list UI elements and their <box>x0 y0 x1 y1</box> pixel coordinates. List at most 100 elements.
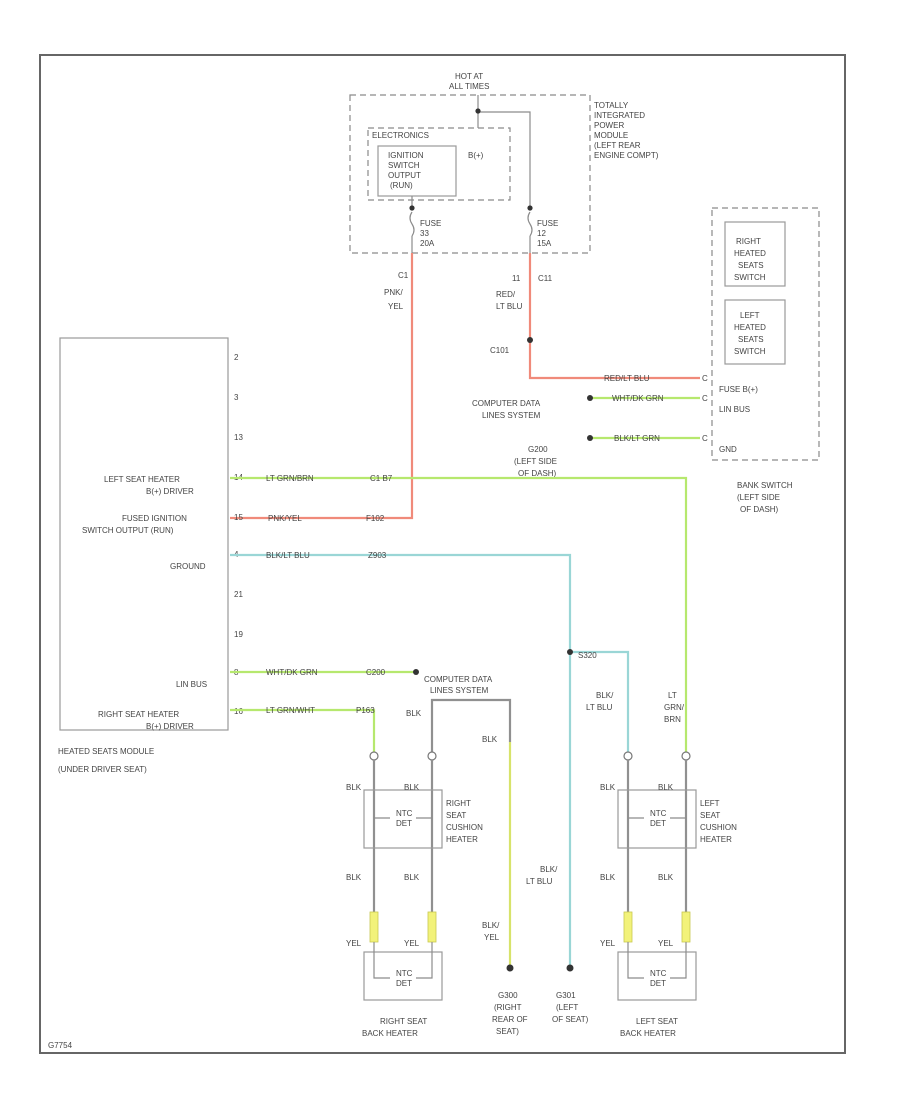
hsm-pin-16: 16 <box>234 707 243 716</box>
wire-tag-fuse: F102 <box>366 514 385 523</box>
left-cushion-1: LEFT <box>700 799 720 808</box>
wire-tag-c1: C1 B7 <box>370 474 393 483</box>
fuse-a-1: FUSE <box>420 219 441 228</box>
left-ntc-2: DET <box>650 819 666 828</box>
right-wire-blk-mid: BLK <box>482 735 498 744</box>
wire-blk-lt-blu-ground <box>230 553 572 968</box>
right-ground-1: G300 <box>498 991 518 1000</box>
wire-lt-grn-brn <box>230 476 688 752</box>
wire-lt-grn-a-label: LT GRN/BRN <box>266 474 314 483</box>
right-wire-blk-top: BLK <box>406 709 422 718</box>
splice-c101 <box>527 337 533 343</box>
cdl-top-dot <box>587 395 593 401</box>
wire-red-b-2: RED/ <box>496 290 516 299</box>
tipm-name-5: (LEFT REAR <box>594 141 641 150</box>
left-switch-1: LEFT <box>740 311 760 320</box>
wire-blk-lt-blu-label: BLK/LT BLU <box>266 551 310 560</box>
left-back-plug-b <box>681 911 691 943</box>
bplus-label: B(+) <box>468 151 484 160</box>
wire-red-a-3: YEL <box>388 302 404 311</box>
g200-1: G200 <box>528 445 548 454</box>
hsm-lin: LIN BUS <box>176 680 207 689</box>
left-wire-blk-a: BLK <box>600 783 616 792</box>
right-ntc-2: DET <box>396 819 412 828</box>
fuse-b-3: 15A <box>537 239 552 248</box>
diagram-id: G7754 <box>48 1041 73 1050</box>
power-wires: C1 PNK/ YEL C11 11 RED/ LT BLU C101 RED/… <box>230 253 700 523</box>
left-wire-yel-a: YEL <box>600 939 616 948</box>
left-back-ntc-2: DET <box>650 979 666 988</box>
right-switch-1: RIGHT <box>736 237 761 246</box>
right-wire-blk-c: BLK <box>346 873 362 882</box>
left-ntc-1: NTC <box>650 809 667 818</box>
right-wire-yel-b: YEL <box>404 939 420 948</box>
wire-red-lt-blu-2 <box>528 340 700 380</box>
right-back-ntc-1: NTC <box>396 969 413 978</box>
wire-red-blu-label: RED/LT BLU <box>604 374 650 383</box>
ignition-node <box>409 205 415 211</box>
hsm-pin-13: 13 <box>234 433 243 442</box>
wire-tag-c3: P163 <box>356 706 375 715</box>
tipm-top-label-1: HOT AT <box>455 72 483 81</box>
tipm-name-6: ENGINE COMPT) <box>594 151 659 160</box>
right-switch-2: HEATED <box>734 249 766 258</box>
ignition-output-1: IGNITION <box>388 151 424 160</box>
hsm-fused-2: SWITCH OUTPUT (RUN) <box>82 526 174 535</box>
right-cushion-conn-a <box>369 751 379 761</box>
right-wire-blk-a: BLK <box>346 783 362 792</box>
left-wire-blk-d: BLK <box>658 873 674 882</box>
tipm-name-1: TOTALLY <box>594 101 629 110</box>
bank-fuse-label: FUSE B(+) <box>719 385 758 394</box>
fuse-12-icon <box>527 211 533 237</box>
g200-2: (LEFT SIDE <box>514 457 557 466</box>
left-wire-blk-lt-blu-2: LT BLU <box>586 703 613 712</box>
ignition-output-4: (RUN) <box>390 181 413 190</box>
right-switch-3: SEATS <box>738 261 764 270</box>
hsm-name-1: HEATED SEATS MODULE <box>58 747 154 756</box>
right-back-element <box>363 951 443 1001</box>
left-cushion-element <box>617 789 697 849</box>
left-mid-blk-1: BLK/ <box>540 865 558 874</box>
bank-pin-3: C <box>702 434 708 443</box>
wire-blk-grn-label: BLK/LT GRN <box>614 434 660 443</box>
electronics-label: ELECTRONICS <box>372 131 429 140</box>
wire-tag-c2: C200 <box>366 668 386 677</box>
left-cushion-3: CUSHION <box>700 823 737 832</box>
right-back-2: BACK HEATER <box>362 1029 418 1038</box>
wire-c11: C11 <box>538 274 553 283</box>
right-back-1: RIGHT SEAT <box>380 1017 427 1026</box>
bank-name-2: (LEFT SIDE <box>737 493 780 502</box>
wire-wht-grn-b-label: WHT/DK GRN <box>266 668 318 677</box>
bank-pin-2: C <box>702 394 708 403</box>
cdl-top-2: LINES SYSTEM <box>482 411 541 420</box>
left-back-ntc-1: NTC <box>650 969 667 978</box>
wire-lt-grn-wht <box>230 708 376 752</box>
left-back-element <box>617 951 697 1001</box>
wire-tag-g: Z903 <box>368 551 387 560</box>
fuse-b-2: 12 <box>537 229 546 238</box>
left-wire-yel-b: YEL <box>658 939 674 948</box>
right-cushion-3: CUSHION <box>446 823 483 832</box>
heated-seats-module: 2 3 13 14 15 4 21 19 8 16 LEFT SEAT HEAT… <box>58 337 243 774</box>
wire-red-a-2: PNK/ <box>384 288 403 297</box>
left-cushion-2: SEAT <box>700 811 720 820</box>
left-back-1: LEFT SEAT <box>636 1017 678 1026</box>
right-back-plug-a <box>369 911 379 943</box>
left-ground-2: (LEFT <box>556 1003 578 1012</box>
left-cushion-4: HEATER <box>700 835 732 844</box>
g200-dot <box>587 435 593 441</box>
g300-dot <box>506 964 514 972</box>
bank-lin-label: LIN BUS <box>719 405 750 414</box>
wire-cbb: C101 <box>490 346 510 355</box>
right-cushion-conn-b <box>427 751 437 761</box>
bank-name-3: OF DASH) <box>740 505 779 514</box>
splice-s320 <box>567 649 573 655</box>
ignition-output-2: SWITCH <box>388 161 420 170</box>
hsm-pin-2: 2 <box>234 353 239 362</box>
battery-node <box>475 108 481 114</box>
fuse-b-1: FUSE <box>537 219 558 228</box>
tipm-name-2: INTEGRATED <box>594 111 645 120</box>
hsm-name-2: (UNDER DRIVER SEAT) <box>58 765 147 774</box>
right-ground-3: REAR OF <box>492 1015 528 1024</box>
